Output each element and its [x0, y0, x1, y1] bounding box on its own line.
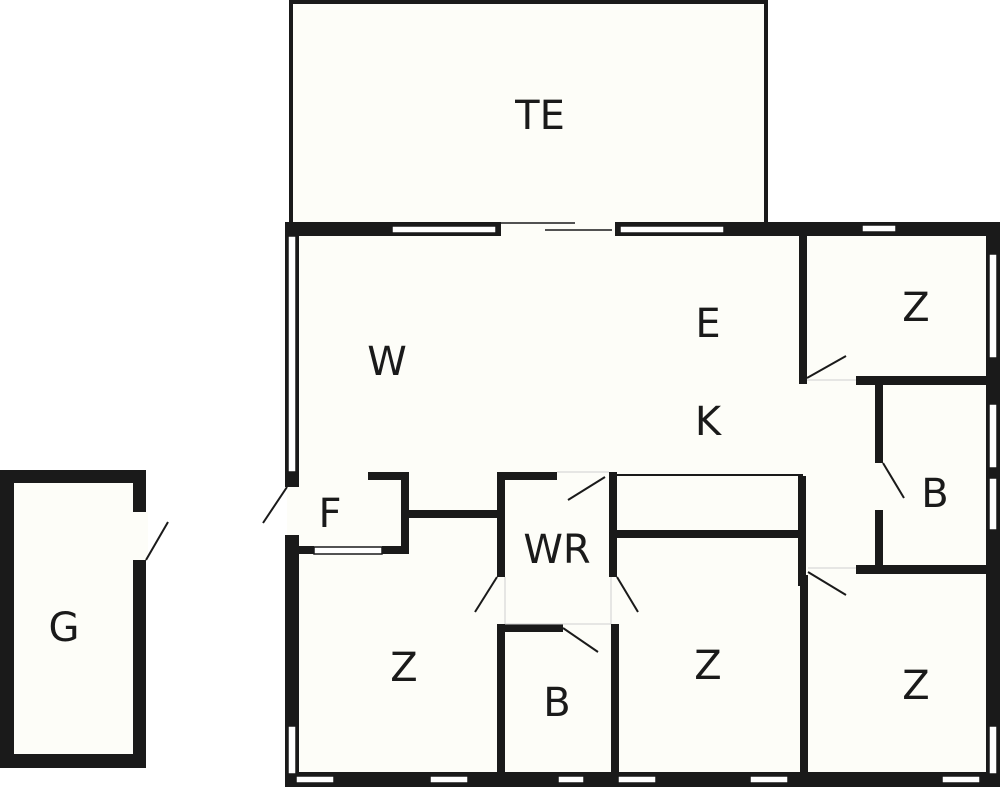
room-label-bedroom-ne: Z: [902, 285, 929, 331]
room-labels: TE W E K Z B F WR Z B Z Z G: [49, 93, 949, 726]
terrace: [289, 0, 768, 226]
room-label-bedroom-sw: Z: [390, 645, 417, 691]
room-label-bedroom-se: Z: [902, 663, 929, 709]
room-label-living: W: [367, 339, 407, 385]
door-swing-bedroom-sw: [474, 576, 498, 613]
room-label-wc: WR: [523, 527, 590, 573]
garage-door-swing: [145, 521, 169, 561]
door-swing-bath-s: [562, 627, 599, 653]
door-swing-bedroom-ne: [806, 355, 847, 379]
room-label-bath-e: B: [921, 471, 948, 517]
door-swings: [262, 355, 905, 653]
door-swing-bedroom-se: [807, 571, 847, 596]
door-swing-bath-e: [882, 462, 905, 499]
door-swing-bedroom-s: [616, 576, 639, 613]
room-label-terrace: TE: [514, 93, 565, 139]
room-label-bath-s: B: [543, 680, 570, 726]
door-swing-wc: [567, 476, 606, 501]
terrace-sliding-door: [501, 222, 615, 236]
garage: [0, 470, 169, 768]
interior-walls: [299, 236, 986, 775]
room-label-kitchen: K: [695, 399, 723, 445]
room-label-bedroom-s: Z: [694, 643, 721, 689]
room-label-hall: F: [318, 491, 341, 537]
door-swing-entrance: [262, 486, 288, 524]
windows: [287, 224, 998, 784]
room-label-dining: E: [695, 301, 720, 347]
room-label-garage: G: [49, 605, 80, 651]
house-floor: [287, 224, 1000, 787]
